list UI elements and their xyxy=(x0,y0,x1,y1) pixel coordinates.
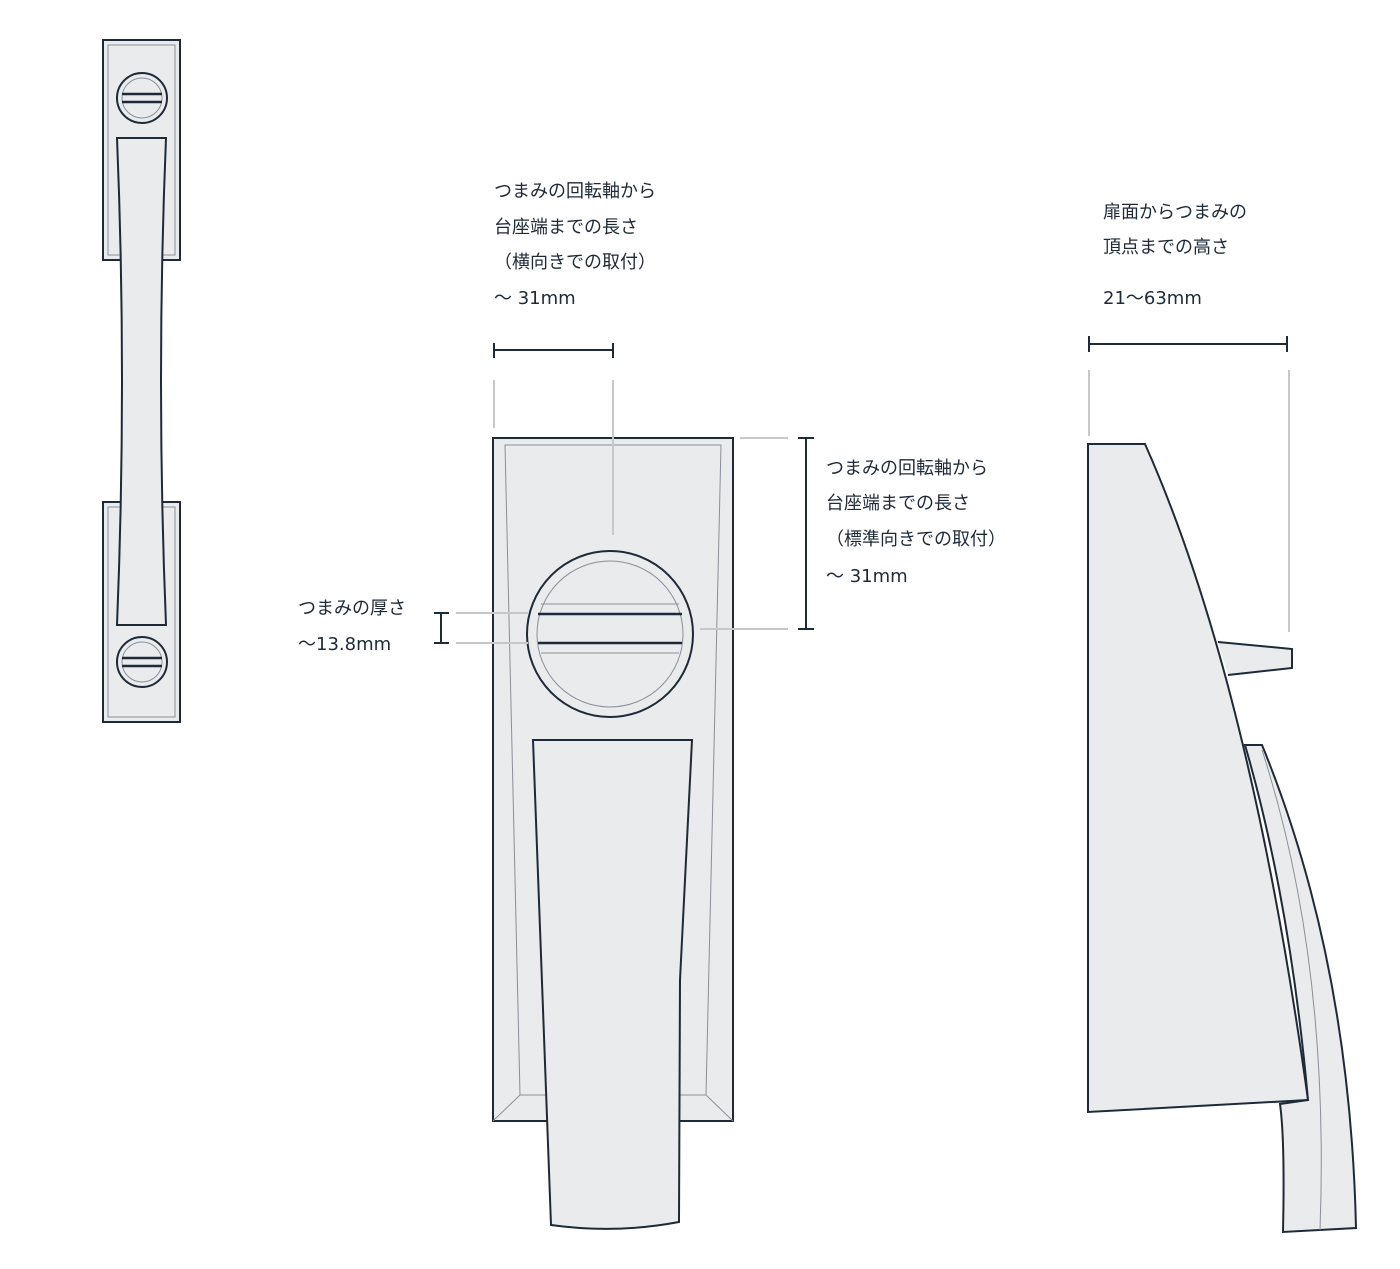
dimension-standard-mount xyxy=(700,437,814,630)
label-value: 〜 31mm xyxy=(826,566,908,587)
dimension-height xyxy=(1088,336,1290,632)
handle-bar xyxy=(115,137,168,626)
front-view-handle xyxy=(102,39,181,723)
label-value: 〜13.8mm xyxy=(298,634,391,655)
label-line: 台座端までの長さ xyxy=(494,217,638,238)
label-standard-mount: つまみの回転軸から 台座端までの長さ （標準向きでの取付） 〜 31mm xyxy=(826,458,1006,587)
label-value: 21〜63mm xyxy=(1103,288,1202,309)
screw-icon xyxy=(116,636,168,688)
label-line: つまみの厚さ xyxy=(298,598,406,619)
label-line: 頂点までの高さ xyxy=(1103,237,1229,258)
side-lever xyxy=(1243,744,1358,1234)
dimension-thickness xyxy=(434,612,528,644)
label-line: 台座端までの長さ xyxy=(826,493,970,514)
side-body xyxy=(1087,443,1310,1114)
label-line: 扉面からつまみの xyxy=(1103,202,1247,223)
label-line: （横向きでの取付） xyxy=(494,252,656,273)
dimension-horizontal-mount xyxy=(493,343,614,535)
front-view-latch xyxy=(492,437,734,1230)
screw-icon xyxy=(116,72,168,124)
label-line: （標準向きでの取付） xyxy=(826,529,1006,550)
label-height: 扉面からつまみの 頂点までの高さ 21〜63mm xyxy=(1103,202,1247,309)
side-view-latch xyxy=(1087,443,1358,1234)
side-knob xyxy=(1217,641,1293,676)
latch-lever xyxy=(531,739,694,1230)
knob-rotation-hub xyxy=(526,550,694,718)
label-value: 〜 31mm xyxy=(494,288,576,309)
label-line: つまみの回転軸から xyxy=(494,181,656,202)
label-horizontal-mount: つまみの回転軸から 台座端までの長さ （横向きでの取付） 〜 31mm xyxy=(494,181,656,309)
label-line: つまみの回転軸から xyxy=(826,458,988,479)
label-thickness: つまみの厚さ 〜13.8mm xyxy=(298,598,406,655)
